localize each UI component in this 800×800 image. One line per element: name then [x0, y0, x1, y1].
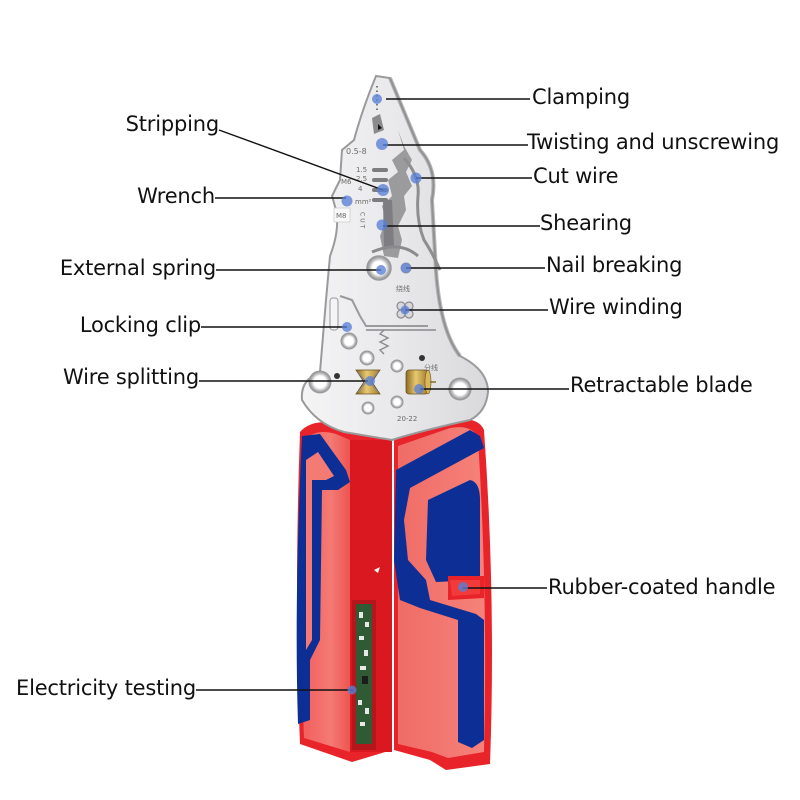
dot-nail-breaking-icon — [401, 263, 411, 273]
label-stripping: Stripping — [125, 112, 220, 136]
dot-wire-winding-icon — [400, 305, 410, 315]
dot-external-spring-icon — [376, 265, 386, 275]
dot-stripping-icon — [377, 184, 389, 196]
label-rubber-handle: Rubber-coated handle — [548, 575, 776, 599]
label-locking-clip: Locking clip — [79, 313, 201, 337]
label-electricity-testing: Electricity testing — [16, 676, 196, 700]
dot-twisting-icon — [376, 138, 388, 150]
dot-retractable-blade-icon — [414, 384, 424, 394]
label-twisting: Twisting and unscrewing — [527, 130, 780, 154]
callout-dots — [341, 94, 468, 695]
dot-electricity-testing-icon — [347, 685, 357, 695]
gauge-label-3: 2.5 — [356, 175, 367, 183]
dot-wrench-icon — [341, 195, 353, 207]
left-handle — [296, 422, 392, 762]
label-nail-breaking: Nail breaking — [546, 253, 683, 277]
label-wrench: Wrench — [137, 184, 215, 208]
model-label-m6: M6 — [341, 178, 352, 186]
label-shearing: Shearing — [540, 211, 632, 235]
cut-label: CUT — [359, 212, 366, 230]
dot-shearing-icon — [376, 219, 388, 231]
label-wire-winding: Wire winding — [549, 295, 683, 319]
label-clamping: Clamping — [532, 85, 631, 109]
leader-stripping — [218, 129, 384, 191]
leader-lines — [196, 98, 569, 691]
range-label: 20-22 — [397, 415, 417, 423]
dot-rubber-handle-icon — [458, 582, 468, 592]
dot-clamping-icon — [372, 94, 382, 104]
dot-cut-wire-icon — [410, 172, 422, 184]
gauge-label-4: 4 — [358, 185, 363, 193]
pliers-head: 0.5-8 1.5 2.5 M6 4 mm² M8 CUT 绕线 — [300, 74, 490, 442]
right-handle — [394, 419, 492, 770]
winding-cn-label: 绕线 — [396, 284, 410, 293]
split-cn-label: 分线 — [424, 363, 438, 372]
dot-locking-clip-icon — [342, 322, 352, 332]
label-external-spring: External spring — [59, 256, 216, 280]
label-cut-wire: Cut wire — [533, 164, 619, 188]
gauge-label-2: 1.5 — [356, 166, 367, 174]
model-label-m8: M8 — [336, 212, 347, 220]
label-wire-splitting: Wire splitting — [63, 365, 199, 389]
unit-label: mm² — [355, 198, 372, 206]
locking-clip — [329, 297, 339, 331]
label-retractable-blade: Retractable blade — [570, 373, 753, 397]
dot-wire-splitting-icon — [365, 376, 375, 386]
gauge-label-1: 0.5-8 — [346, 147, 367, 156]
